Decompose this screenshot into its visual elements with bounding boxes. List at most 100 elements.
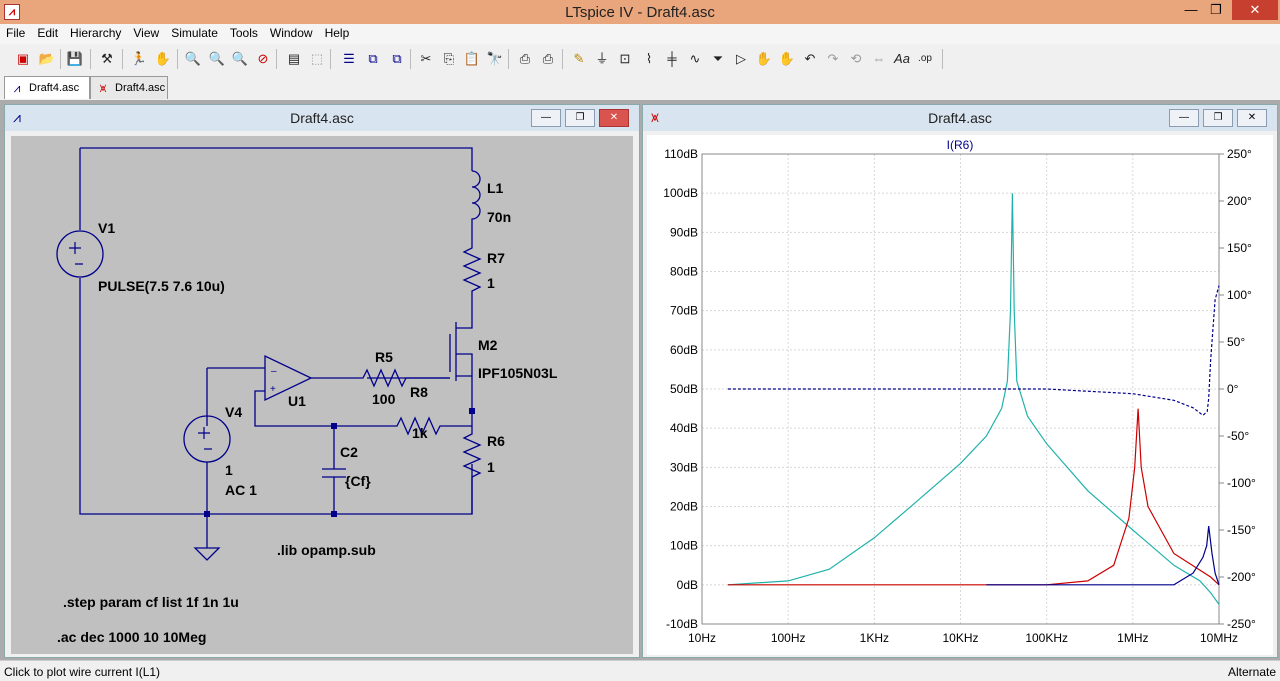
mdi-workspace: ⩘ Draft4.asc — ❐ ✕: [0, 100, 1280, 660]
print-icon[interactable]: ⎙: [542, 51, 554, 66]
r5-value: 100: [372, 391, 396, 407]
tile-vertical-icon[interactable]: ⧉: [392, 51, 402, 66]
restore-icon[interactable]: ❐: [565, 109, 595, 127]
r6-name: R6: [487, 433, 505, 449]
close-icon[interactable]: ✕: [1232, 0, 1278, 20]
run-icon[interactable]: 🏃: [130, 51, 148, 66]
capacitor-c2[interactable]: [322, 426, 346, 514]
new-schematic-icon[interactable]: ▣: [16, 51, 30, 66]
m2-name: M2: [478, 337, 498, 353]
y-tick-label: -10dB: [666, 617, 698, 631]
ac-directive[interactable]: .ac dec 1000 10 10Meg: [57, 629, 206, 645]
wire[interactable]: [80, 147, 473, 171]
y2-tick-label: 0°: [1227, 382, 1239, 396]
copy-icon[interactable]: ⎘: [443, 51, 455, 66]
y-tick-label: 80dB: [670, 265, 698, 279]
close-icon[interactable]: ✕: [599, 109, 629, 127]
menu-simulate[interactable]: Simulate: [171, 26, 218, 40]
text-icon[interactable]: Aa: [894, 51, 910, 66]
menu-help[interactable]: Help: [324, 26, 350, 40]
menu-view[interactable]: View: [133, 26, 160, 40]
ground-icon[interactable]: ⏚: [595, 51, 609, 66]
control-panel-icon[interactable]: ⚒: [101, 51, 113, 66]
inductor-icon[interactable]: ∿: [689, 51, 701, 66]
resistor-r8[interactable]: [334, 416, 472, 436]
print-preview-icon[interactable]: ⎙: [519, 51, 531, 66]
autorange-icon[interactable]: ▤: [287, 51, 301, 66]
ltspice-app-icon: ⩘: [4, 4, 20, 20]
status-mode: Alternate: [1227, 665, 1276, 679]
step-directive[interactable]: .step param cf list 1f 1n 1u: [63, 594, 239, 610]
v4-value: 1: [225, 462, 233, 478]
zoom-fit-icon[interactable]: ⊘: [257, 51, 269, 66]
resistor-r5[interactable]: [311, 368, 450, 388]
cascade-icon[interactable]: ⧉: [368, 51, 378, 66]
restore-icon[interactable]: ❐: [1203, 109, 1233, 127]
waveform-plot[interactable]: I(R6) 110dB100dB90dB80dB70dB60dB50dB40dB…: [647, 135, 1273, 655]
tile-horizontal-icon[interactable]: ☰: [343, 51, 355, 66]
mosfet-m2[interactable]: [449, 316, 473, 411]
pan-icon[interactable]: 🔍: [208, 51, 226, 66]
rotate-icon[interactable]: ⟲: [850, 51, 862, 66]
lib-directive[interactable]: .lib opamp.sub: [277, 542, 376, 558]
resistor-icon[interactable]: ⌇: [645, 51, 653, 66]
junction-dot: [204, 511, 210, 517]
minimize-icon[interactable]: —: [1184, 2, 1198, 17]
voltage-source-v1[interactable]: [56, 230, 104, 278]
component-icon[interactable]: ▷: [736, 51, 746, 66]
l1-name: L1: [487, 180, 504, 196]
undo-icon[interactable]: ↶: [804, 51, 816, 66]
minimize-icon[interactable]: —: [531, 109, 561, 127]
menu-edit[interactable]: Edit: [37, 26, 59, 40]
trace-label-i-r6[interactable]: I(R6): [947, 138, 974, 152]
y2-tick-label: 100°: [1227, 288, 1252, 302]
zoom-in-icon[interactable]: 🔍: [184, 51, 202, 66]
spice-directive-icon[interactable]: .op: [918, 53, 932, 64]
v4-ac: AC 1: [225, 482, 257, 498]
ground-symbol[interactable]: [193, 514, 221, 561]
tab-waveform[interactable]: ⩙ Draft4.asc: [90, 76, 168, 99]
label-net-icon[interactable]: ⊡: [619, 51, 631, 66]
inductor-l1[interactable]: [471, 170, 481, 234]
drag-icon[interactable]: ✋: [778, 51, 796, 66]
menu-hierarchy[interactable]: Hierarchy: [70, 26, 122, 40]
grid-icon[interactable]: ⬚: [310, 51, 324, 66]
trace-1[interactable]: [727, 193, 1220, 605]
close-icon[interactable]: ✕: [1237, 109, 1267, 127]
trace-3[interactable]: [986, 526, 1220, 586]
v1-value: PULSE(7.5 7.6 10u): [98, 278, 225, 294]
mirror-icon[interactable]: ⇔: [872, 51, 886, 66]
restore-icon[interactable]: ❐: [1210, 2, 1222, 17]
phase-trace[interactable]: [727, 285, 1220, 417]
waveform-icon: ⩙: [651, 109, 659, 125]
find-icon[interactable]: 🔭: [486, 51, 504, 66]
y2-tick-label: 200°: [1227, 194, 1252, 208]
minimize-icon[interactable]: —: [1169, 109, 1199, 127]
l1-value: 70n: [487, 209, 511, 225]
resistor-r6[interactable]: [462, 411, 482, 514]
move-icon[interactable]: ✋: [755, 51, 773, 66]
cut-icon[interactable]: ✂: [420, 51, 432, 66]
y-axis-ticks: 110dB100dB90dB80dB70dB60dB50dB40dB30dB20…: [663, 147, 698, 631]
toolbar: ▣ 📂 💾 ⚒ 🏃 ✋ 🔍 🔍 🔍 ⊘ ▤ ⬚ ☰ ⧉ ⧉ ✂ ⎘ 📋 🔭 ⎙ …: [0, 44, 1280, 75]
wire[interactable]: [254, 390, 334, 427]
halt-icon[interactable]: ✋: [154, 51, 172, 66]
paste-icon[interactable]: 📋: [463, 51, 481, 66]
redo-icon[interactable]: ↷: [827, 51, 839, 66]
schematic-canvas[interactable]: – + V1 PULSE(7.5 7.6 10u) L1 70n R7 1 M2…: [11, 136, 633, 654]
save-icon[interactable]: 💾: [66, 51, 84, 66]
resistor-r7[interactable]: [462, 234, 482, 316]
menu-window[interactable]: Window: [269, 26, 313, 40]
opamp-u1[interactable]: [264, 354, 313, 402]
diode-icon[interactable]: ⏷: [712, 51, 724, 66]
status-bar: Click to plot wire current I(L1) Alterna…: [0, 660, 1280, 681]
plus-minus-mark: [69, 242, 83, 265]
capacitor-icon[interactable]: ╪: [667, 51, 677, 66]
draw-wire-icon[interactable]: ✎: [573, 51, 585, 66]
open-icon[interactable]: 📂: [38, 51, 56, 66]
menu-file[interactable]: File: [6, 26, 26, 40]
trace-2[interactable]: [727, 408, 1220, 586]
menu-tools[interactable]: Tools: [229, 26, 258, 40]
tab-schematic[interactable]: ⩘ Draft4.asc: [4, 76, 90, 99]
zoom-out-icon[interactable]: 🔍: [231, 51, 249, 66]
